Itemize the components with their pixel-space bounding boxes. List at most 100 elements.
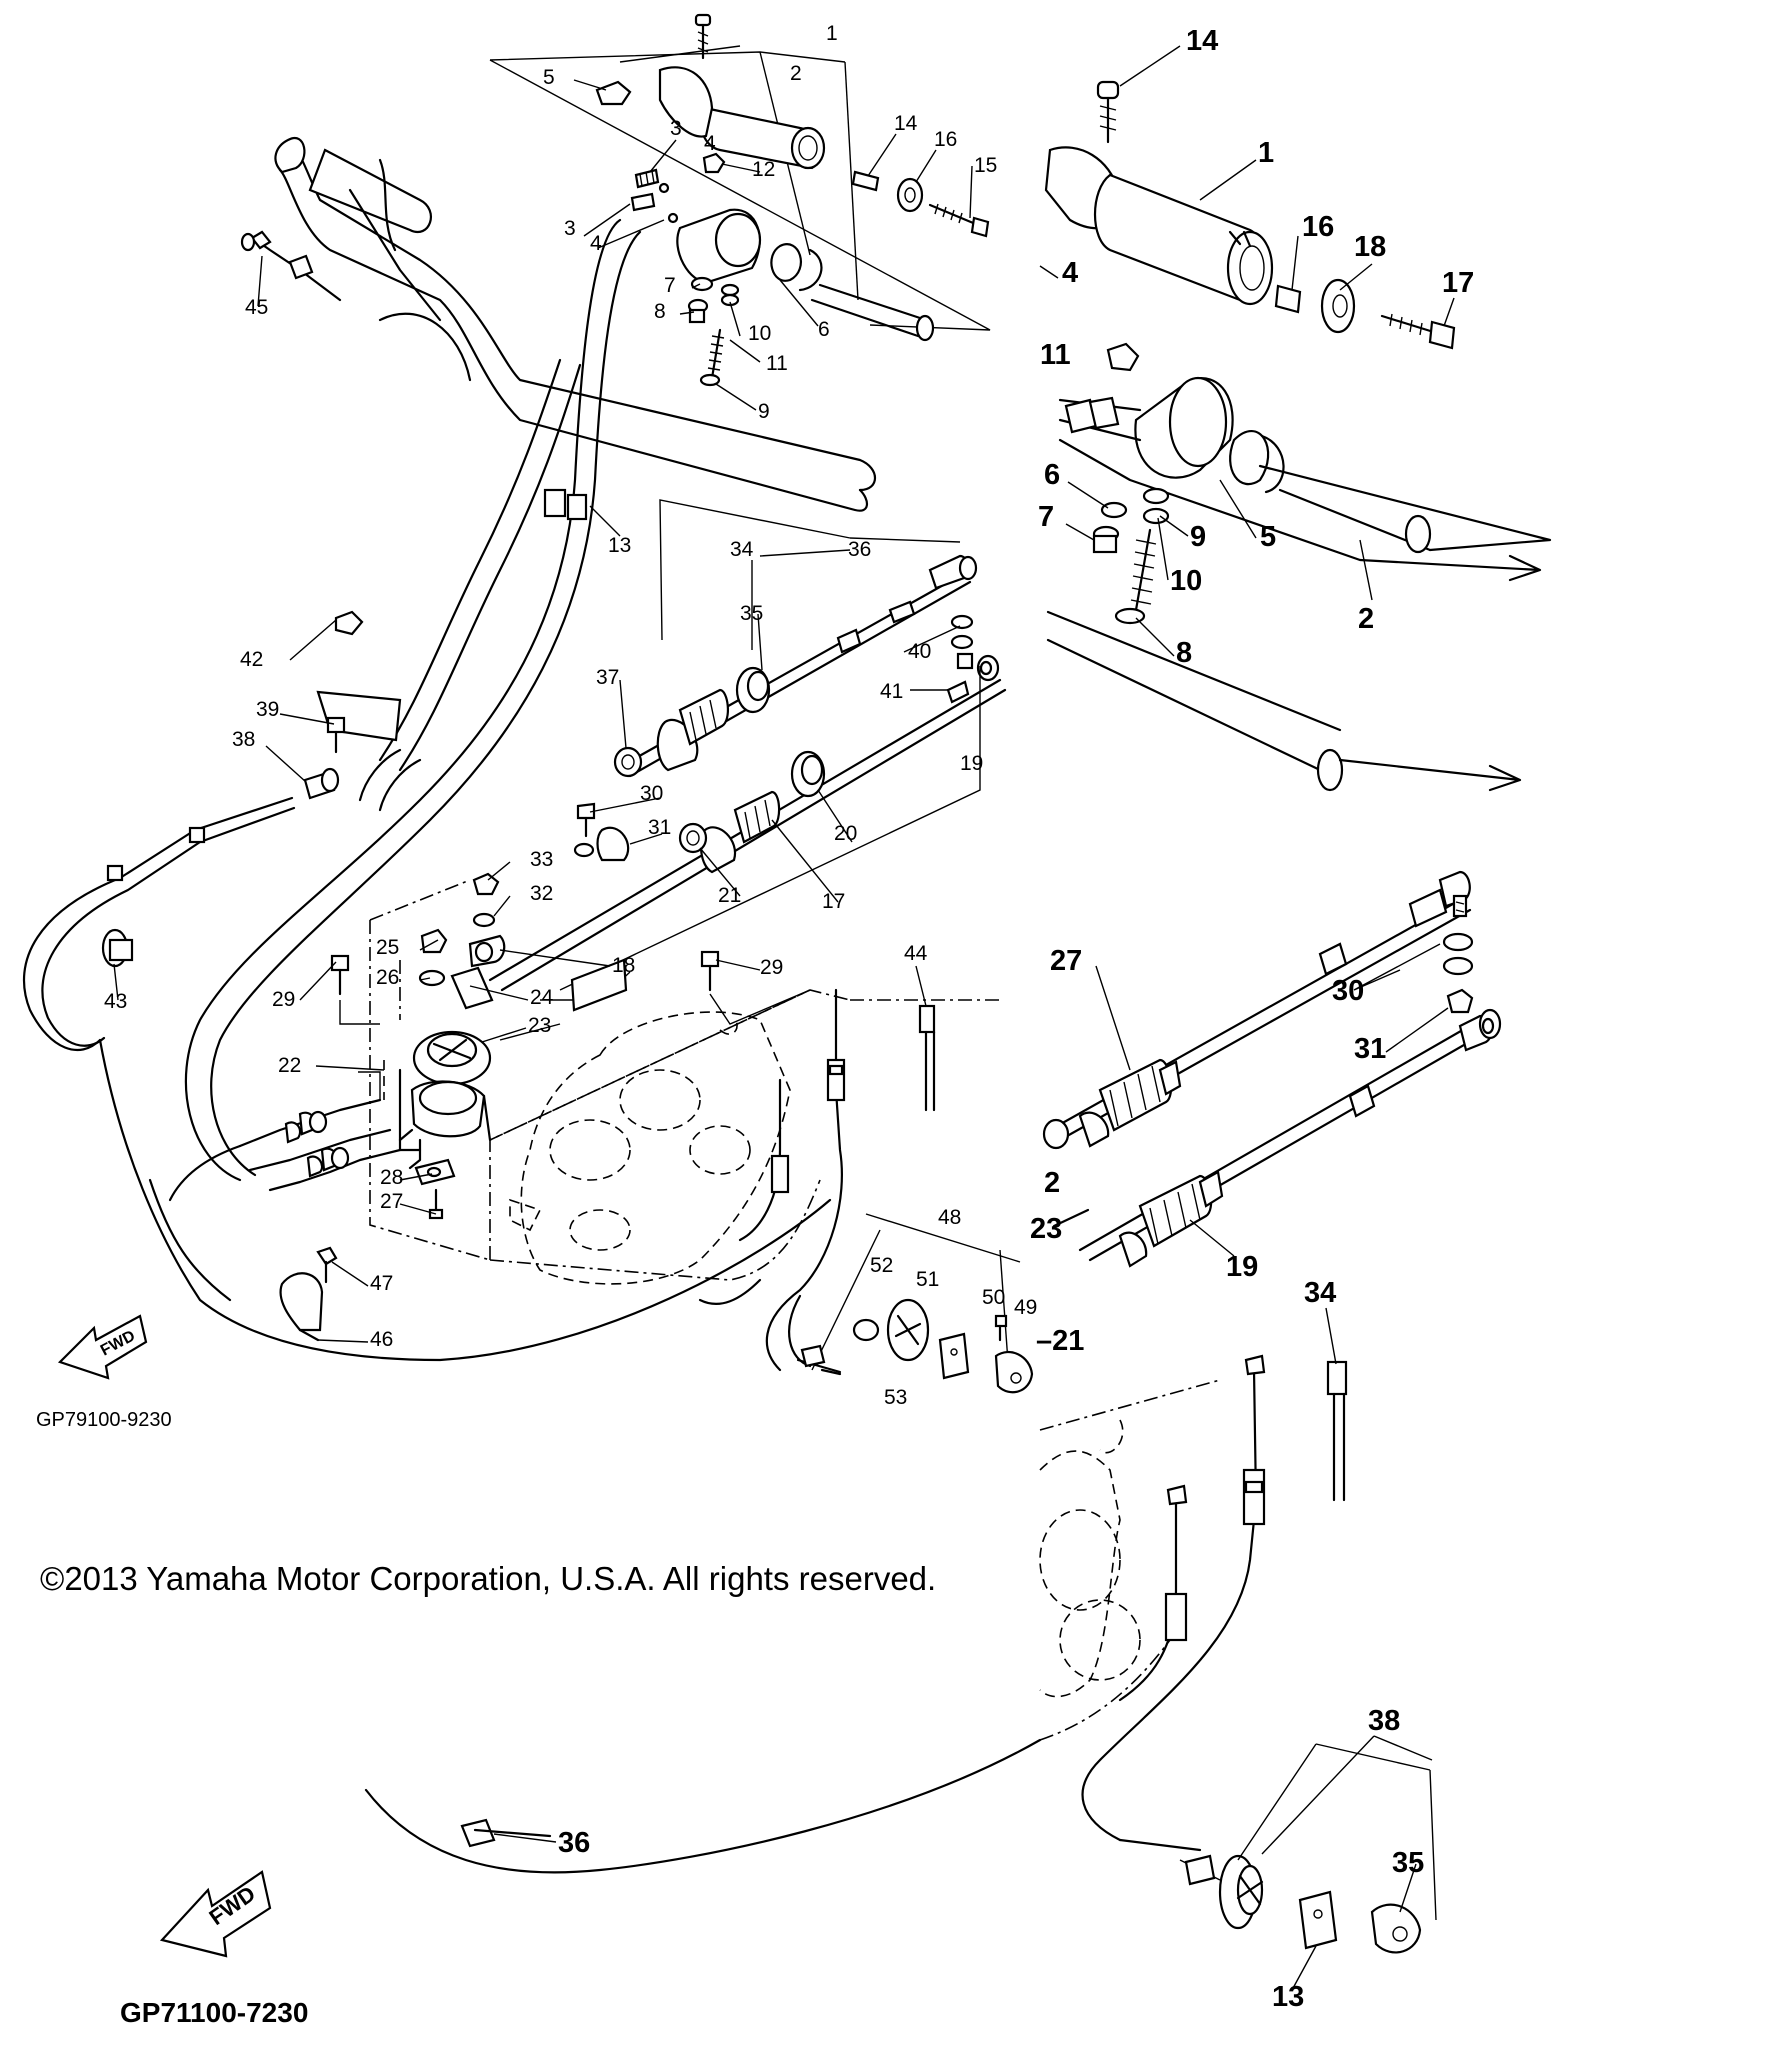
callout-30: 30 (640, 782, 663, 805)
callout-4a: 4 (704, 132, 716, 155)
rcallout-11: 11 (1040, 339, 1071, 371)
callout-46: 46 (370, 1328, 393, 1351)
callout-44: 44 (904, 942, 928, 965)
rcallout-35: 35 (1392, 1847, 1424, 1879)
callout-14: 14 (894, 112, 918, 135)
callout-9: 9 (758, 400, 770, 423)
handlebar (274, 136, 877, 512)
rcallout-34: 34 (1304, 1277, 1336, 1309)
choke-lever (398, 1030, 492, 1170)
copyright: ©2013 Yamaha Motor Corporation, U.S.A. A… (40, 1560, 936, 1597)
callout-18: 18 (612, 954, 635, 977)
callout-37: 37 (596, 666, 619, 689)
rcallout-8: 8 (1176, 637, 1192, 669)
callout-51: 51 (916, 1268, 939, 1291)
rcallout-17: 17 (1442, 267, 1474, 299)
callout-27: 27 (380, 1190, 403, 1213)
callout-43: 43 (104, 990, 127, 1013)
callout-52: 52 (870, 1254, 893, 1277)
callout-4b: 4 (590, 232, 602, 255)
switch-housing (676, 208, 823, 292)
callout-39: 39 (256, 698, 279, 721)
callout-34: 34 (730, 538, 754, 561)
callout-29b: 29 (760, 956, 783, 979)
callout-42: 42 (240, 648, 263, 671)
callout-25: 25 (376, 936, 399, 959)
callout-26: 26 (376, 966, 399, 989)
callout-19: 19 (960, 752, 983, 775)
rcallout-23: 23 (1030, 1213, 1062, 1245)
right-callouts: 14 1 4 16 18 17 11 6 7 9 5 10 2 8 27 30 … (120, 25, 1474, 2028)
part-code-right: GP71100-7230 (120, 1997, 308, 2028)
rcallout-21: –21 (1036, 1325, 1084, 1357)
rcallout-13: 13 (1272, 1981, 1304, 2013)
callout-12: 12 (752, 158, 775, 181)
rcallout-1: 1 (1258, 137, 1274, 169)
callout-31: 31 (648, 816, 671, 839)
left-exploded-view: FWD (22, 13, 1034, 1394)
callout-7: 7 (664, 274, 676, 297)
rcallout-38: 38 (1368, 1705, 1400, 1737)
callout-50: 50 (982, 1286, 1005, 1309)
callout-1: 1 (826, 22, 838, 45)
callout-32: 32 (530, 882, 553, 905)
rcallout-9: 9 (1190, 521, 1206, 553)
callout-38: 38 (232, 728, 255, 751)
callout-16: 16 (934, 128, 957, 151)
cable-assembly-17 (488, 654, 1007, 992)
callout-11: 11 (766, 352, 788, 375)
cable-assembly-34 (613, 554, 978, 778)
right-cable-19 (1078, 1008, 1502, 1268)
callout-17: 17 (822, 890, 845, 913)
rcallout-18: 18 (1354, 231, 1386, 263)
callout-45: 45 (245, 296, 268, 319)
callout-6: 6 (818, 318, 830, 341)
part-code-left: GP79100-9230 (36, 1409, 172, 1431)
rcallout-5: 5 (1260, 521, 1276, 553)
fwd-arrow-left: FWD (57, 1314, 148, 1380)
rcallout-36: 36 (558, 1827, 590, 1859)
callout-8: 8 (654, 300, 666, 323)
rcallout-10: 10 (1170, 565, 1202, 597)
callout-10: 10 (748, 322, 771, 345)
rcallout-22: 2 (1044, 1167, 1060, 1199)
callout-2: 2 (790, 62, 802, 85)
callout-53: 53 (884, 1386, 907, 1409)
right-cable-27 (1042, 870, 1474, 1150)
callout-15: 15 (974, 154, 997, 177)
rcallout-31: 31 (1354, 1033, 1386, 1065)
callout-49: 49 (1014, 1296, 1037, 1319)
callout-29a: 29 (272, 988, 295, 1011)
callout-28: 28 (380, 1166, 403, 1189)
callout-24: 24 (530, 986, 554, 1009)
right-exploded-view: FWD (159, 80, 1552, 1958)
rcallout-6: 6 (1044, 459, 1060, 491)
throttle-body (509, 1011, 791, 1285)
rcallout-2: 2 (1358, 603, 1374, 635)
callout-47: 47 (370, 1272, 393, 1295)
rcallout-30: 30 (1332, 975, 1364, 1007)
callout-33: 33 (530, 848, 553, 871)
rcallout-16: 16 (1302, 211, 1334, 243)
screw-top (694, 13, 712, 60)
callout-23: 23 (528, 1014, 551, 1037)
rcallout-4: 4 (1062, 257, 1078, 289)
callout-5: 5 (543, 66, 555, 89)
fwd-arrow-right: FWD (159, 1870, 272, 1958)
callout-3b: 3 (564, 217, 576, 240)
callout-3a: 3 (670, 117, 682, 140)
rcallout-27: 27 (1050, 945, 1082, 977)
callout-41: 41 (880, 680, 903, 703)
callout-40: 40 (908, 640, 931, 663)
rcallout-14: 14 (1186, 25, 1218, 57)
callout-13: 13 (608, 534, 631, 557)
rcallout-7: 7 (1038, 501, 1054, 533)
callout-48: 48 (938, 1206, 961, 1229)
left-callouts: 1 2 3 3 4 4 5 6 7 8 9 10 11 12 13 14 15 … (36, 22, 1037, 1431)
throttle-grip (658, 66, 826, 170)
right-grip-assembly (1044, 80, 1456, 372)
callout-21: 21 (718, 884, 741, 907)
callout-22: 22 (278, 1054, 301, 1077)
rcallout-19: 19 (1226, 1251, 1258, 1283)
